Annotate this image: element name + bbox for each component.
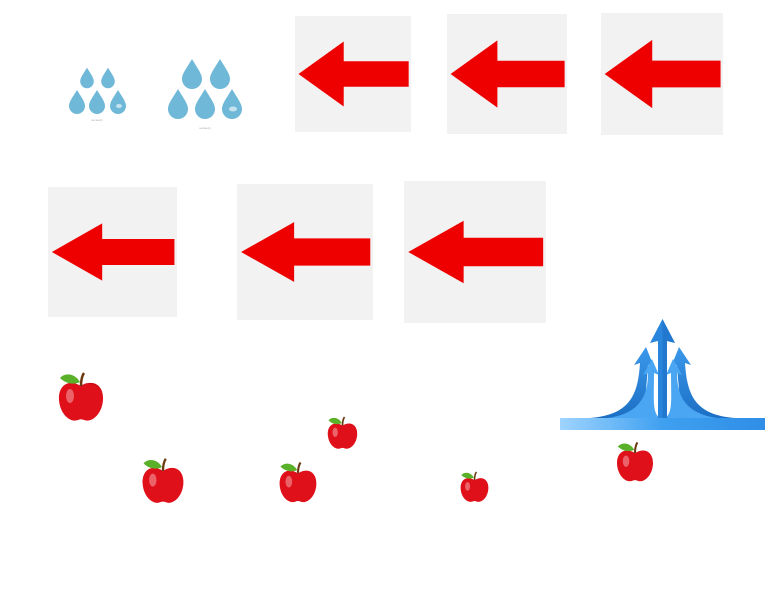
- drops-caption: vecteezy: [91, 118, 103, 122]
- left-arrow-icon: [51, 223, 175, 281]
- left-arrow-icon: [298, 41, 409, 107]
- left-arrow-icon: [241, 222, 371, 282]
- apple: [614, 440, 656, 484]
- left-arrow-icon: [604, 39, 721, 109]
- red-apple-icon: [58, 372, 104, 421]
- arrow-card: [295, 16, 411, 132]
- apple: [276, 460, 320, 505]
- growth-arrows: [560, 315, 765, 431]
- arrow-card: [237, 184, 373, 320]
- red-apple-icon: [142, 458, 184, 503]
- arrow-card: [601, 13, 723, 135]
- left-arrow-icon: [408, 220, 544, 284]
- drops-caption: vecteezy: [199, 126, 211, 130]
- red-apple-icon: [617, 441, 653, 482]
- water-drops-icon: [168, 59, 242, 119]
- water-drops-large: vecteezy: [160, 54, 250, 130]
- apple: [325, 415, 360, 451]
- left-arrow-icon: [450, 40, 565, 108]
- apple: [458, 470, 491, 504]
- arrow-card: [447, 14, 567, 134]
- growth-arrows-icon: [560, 319, 765, 430]
- apple: [139, 456, 187, 506]
- arrow-card: [404, 181, 546, 323]
- red-apple-icon: [327, 416, 358, 449]
- water-drops-small: vecteezy: [62, 60, 132, 122]
- water-drops-icon: [69, 67, 126, 114]
- red-apple-icon: [460, 471, 489, 502]
- arrow-card: [48, 187, 177, 317]
- red-apple-icon: [279, 461, 317, 503]
- apple: [56, 370, 106, 424]
